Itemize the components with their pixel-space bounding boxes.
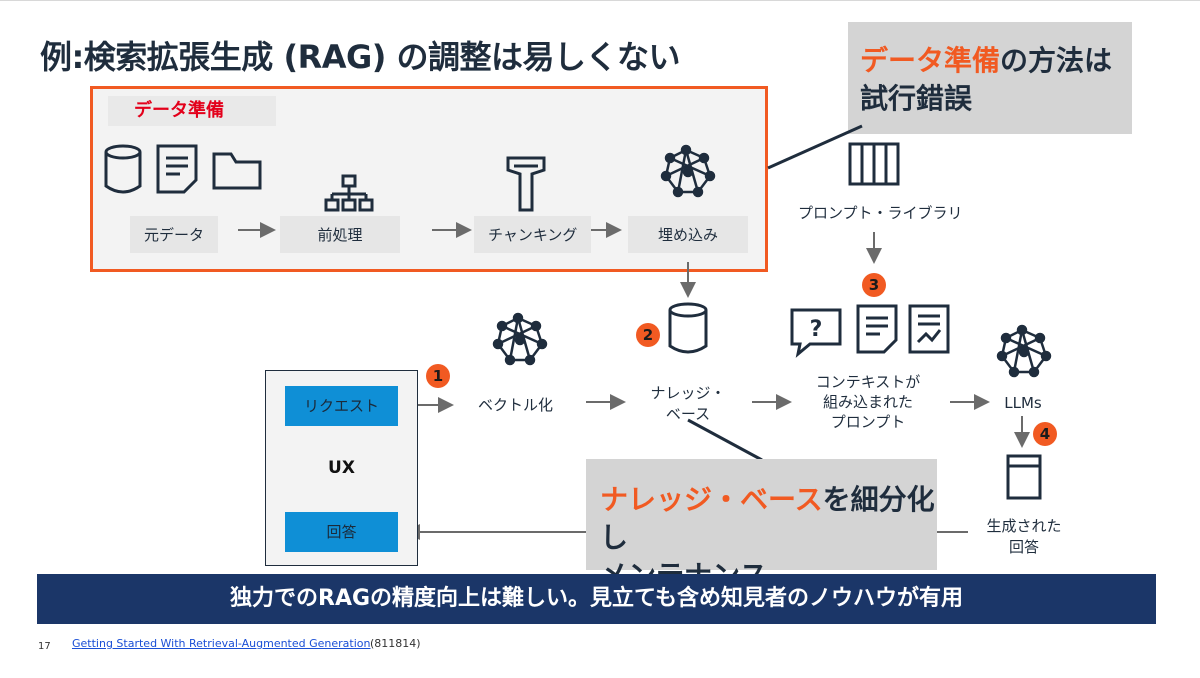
knowledge-base-label: ナレッジ・ ベース (640, 383, 736, 425)
library-icon (848, 142, 900, 186)
folder-icon (212, 152, 262, 190)
callout-top-highlight: データ準備 (860, 44, 1001, 77)
generated-answer-line2: 回答 (1008, 538, 1039, 556)
llms-label: LLMs (1004, 394, 1042, 412)
neural-network-icon-llm (996, 324, 1052, 378)
badge-2: 2 (636, 323, 660, 347)
knowledge-base-label-line1: ナレッジ・ (650, 384, 726, 402)
callout-top-text: の方法は (1000, 44, 1113, 77)
callout-top: データ準備の方法は 試行錯誤 (848, 22, 1132, 134)
step-preprocessing: 前処理 (280, 216, 400, 253)
top-divider (0, 0, 1200, 1)
generated-answer-label: 生成された 回答 (976, 516, 1072, 558)
context-prompt-line1: コンテキストが (815, 373, 921, 391)
generated-answer-line1: 生成された (986, 517, 1062, 535)
context-prompt-line2: 組み込まれた (822, 393, 913, 411)
axe-icon (506, 156, 546, 212)
hierarchy-icon (324, 174, 374, 212)
source-code: (811814) (370, 637, 421, 650)
question-mark-glyph: ? (810, 317, 823, 342)
document-icon (156, 144, 198, 194)
page-title: 例:検索拡張生成 (RAG) の調整は易しくない (40, 38, 681, 76)
data-prep-label: データ準備 (108, 96, 276, 126)
callout-top-line2: 試行錯誤 (860, 82, 973, 115)
step-chunking: チャンキング (474, 216, 592, 253)
callout-bottom-connector (687, 418, 763, 462)
summary-banner: 独力でのRAGの精度向上は難しい。見立ても含め知見者のノウハウが有用 (37, 574, 1156, 624)
neural-network-icon-vectorize (492, 312, 548, 366)
vectorize-label: ベクトル化 (478, 396, 554, 414)
source-link[interactable]: Getting Started With Retrieval-Augmented… (72, 637, 371, 650)
context-prompt-line3: プロンプト (830, 413, 906, 431)
answer-document-icon (1006, 454, 1042, 500)
badge-3: 3 (862, 273, 886, 297)
database-icon (104, 144, 142, 194)
callout-top-connector (767, 124, 863, 170)
knowledge-base-icon (668, 302, 708, 354)
step-embedding: 埋め込み (628, 216, 748, 253)
knowledge-base-label-line2: ベース (665, 405, 711, 423)
callout-bottom-highlight: ナレッジ・ベース (600, 483, 823, 516)
request-button[interactable]: リクエスト (285, 386, 398, 426)
badge-1: 1 (426, 364, 450, 388)
step-raw-data: 元データ (130, 216, 219, 253)
callout-bottom-text: を細分化し (600, 483, 935, 554)
page-number: 17 (38, 641, 51, 652)
prompt-library-label: プロンプト・ライブラリ (798, 204, 963, 222)
report-icon (908, 304, 950, 354)
context-prompt-label: コンテキストが 組み込まれた プロンプト (800, 372, 936, 432)
ux-label: UX (328, 458, 355, 478)
neural-network-icon-embed (660, 144, 716, 198)
badge-4: 4 (1033, 422, 1057, 446)
callout-bottom: ナレッジ・ベースを細分化し メンテナンス (586, 459, 937, 592)
prompt-document-icon (856, 304, 898, 354)
question-bubble-icon (790, 308, 842, 358)
answer-button[interactable]: 回答 (285, 512, 398, 552)
